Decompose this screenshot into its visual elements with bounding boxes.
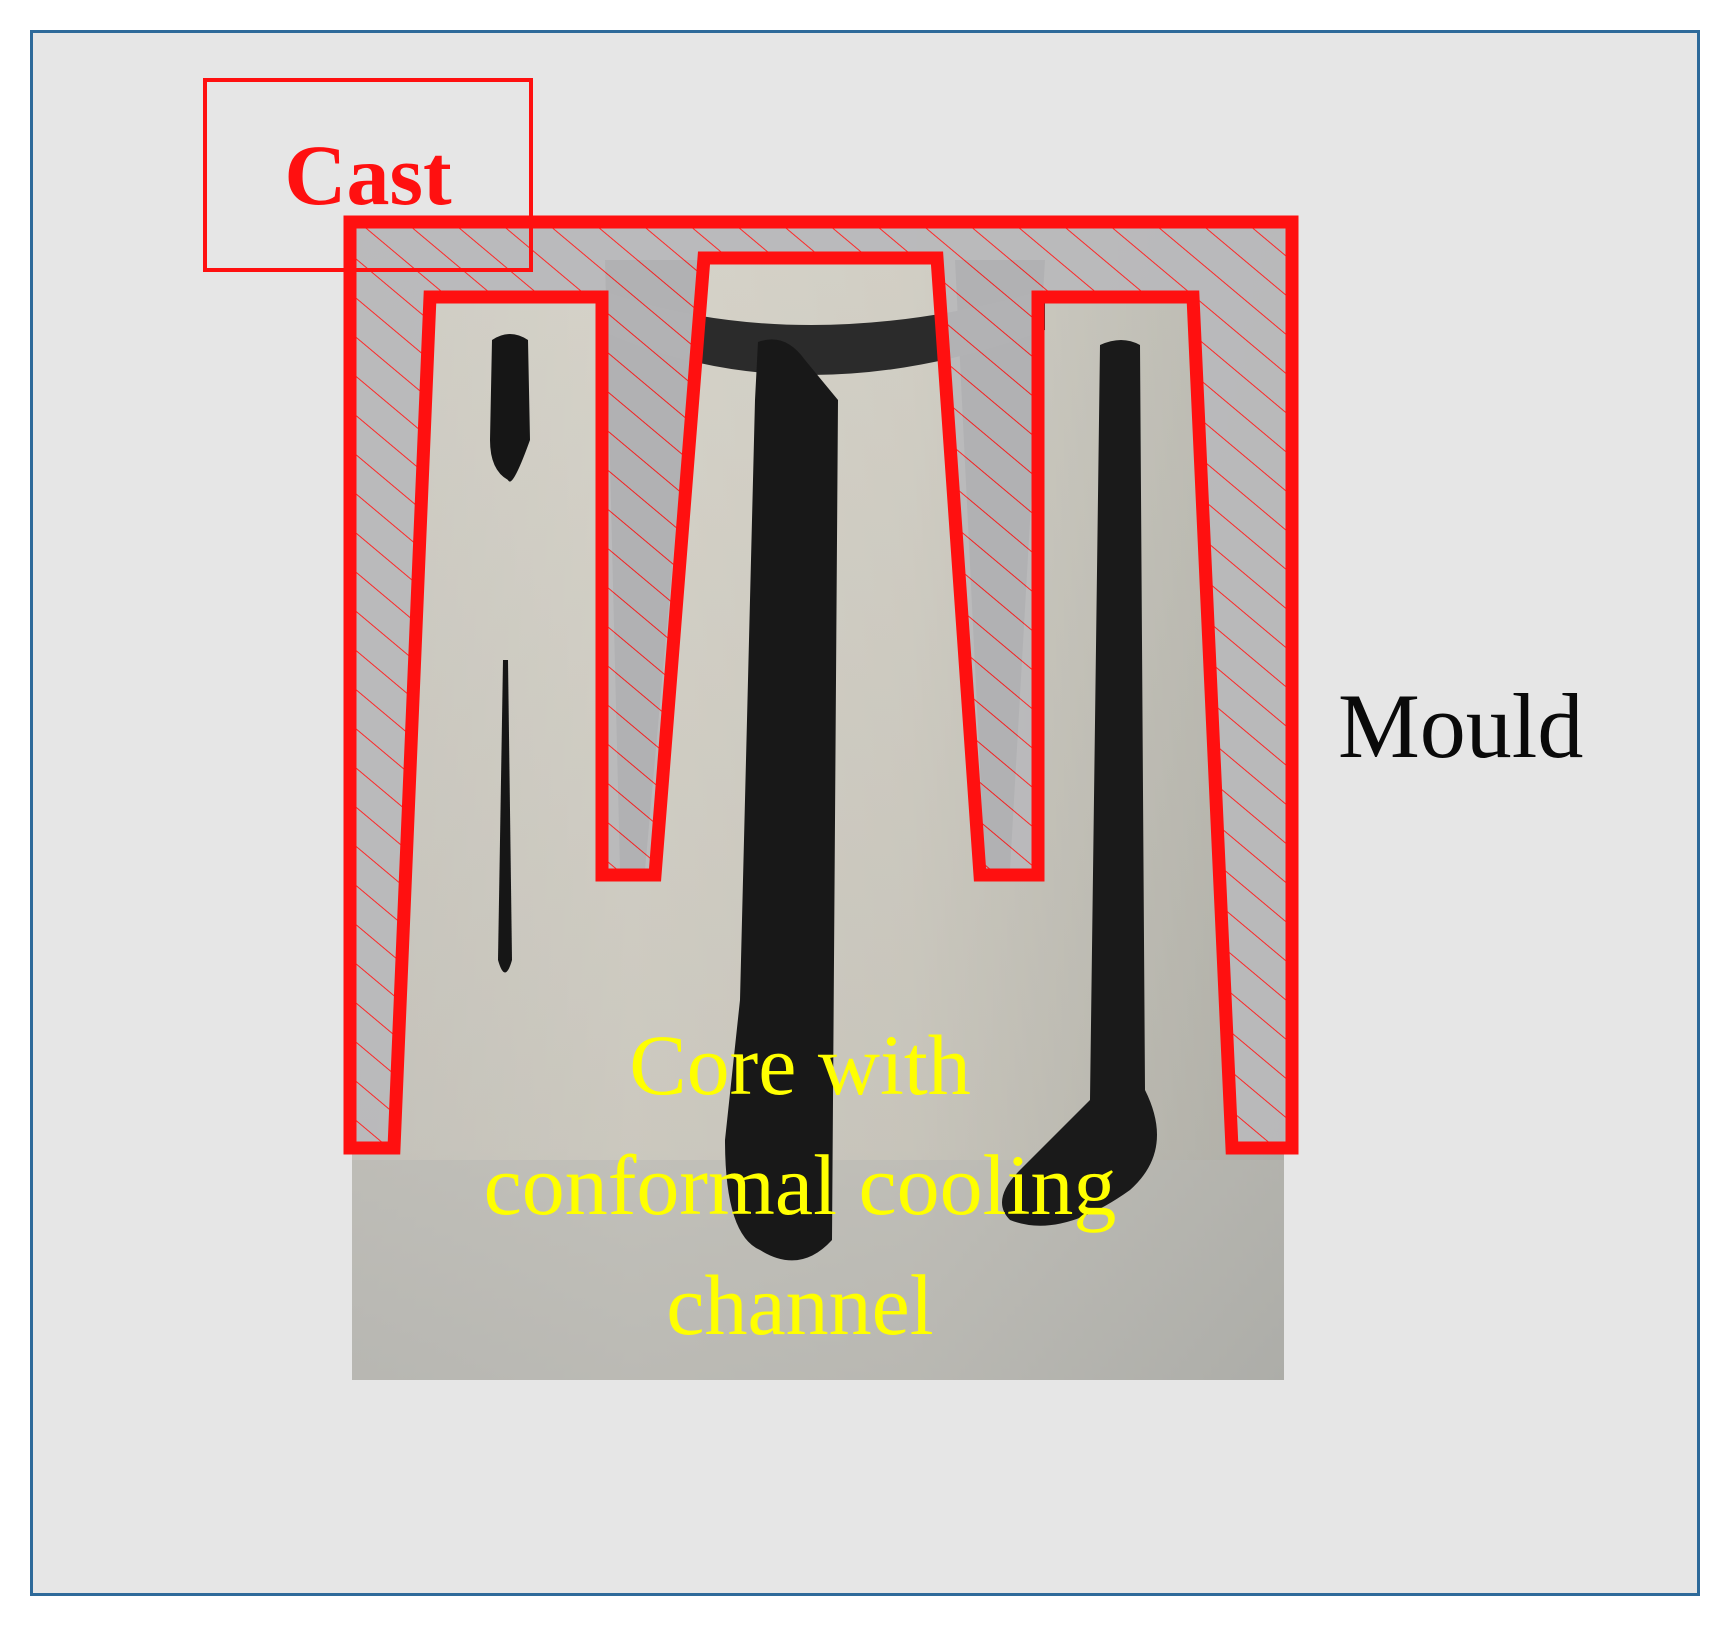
mould-label: Mould xyxy=(1338,675,1584,777)
core-label-line-2: conformal cooling xyxy=(483,1137,1117,1233)
cooling-channels xyxy=(490,334,1157,1261)
core-label-line-1: Core with xyxy=(629,1017,971,1113)
core-label: Core with conformal cooling channel xyxy=(370,1005,1230,1365)
mould-outline xyxy=(343,215,1299,1155)
core-label-line-3: channel xyxy=(666,1257,934,1353)
cast-label: Cast xyxy=(203,78,533,272)
